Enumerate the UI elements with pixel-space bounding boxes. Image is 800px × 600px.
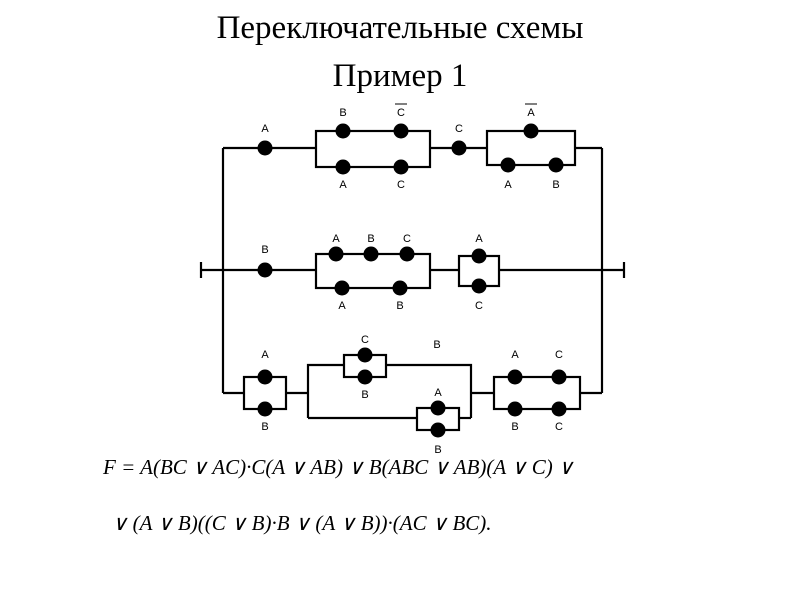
contact-label: C bbox=[555, 421, 563, 433]
contact-label: C bbox=[455, 123, 463, 135]
switch-contact bbox=[430, 422, 446, 438]
formula-line-2: ∨ (A ∨ B)((C ∨ B)·B ∨ (A ∨ B))·(AC ∨ BC)… bbox=[112, 511, 492, 535]
bottom-branch: A B C B B A B A C bbox=[223, 334, 602, 456]
switch-contact bbox=[257, 262, 273, 278]
parallel-block bbox=[492, 375, 582, 411]
contact-label: A bbox=[339, 179, 347, 191]
switch-contact bbox=[430, 400, 446, 416]
switch-contact bbox=[471, 248, 487, 264]
contact-label: B bbox=[261, 244, 268, 256]
switch-contact bbox=[363, 246, 379, 262]
switch-contact bbox=[451, 140, 467, 156]
contact-label: B bbox=[396, 300, 403, 312]
contact-label: C bbox=[397, 107, 405, 119]
formula-line-1: F = A(BC ∨ AC)·C(A ∨ AB) ∨ B(ABC ∨ AB)(A… bbox=[103, 455, 574, 479]
contact-label: A bbox=[511, 349, 519, 361]
contact-label: B bbox=[261, 421, 268, 433]
switch-contact bbox=[257, 401, 273, 417]
contact-label: B bbox=[361, 389, 368, 401]
switch-contact bbox=[357, 347, 373, 363]
middle-branch: B A B C A B A C bbox=[223, 233, 602, 312]
switch-contact bbox=[334, 280, 350, 296]
switch-contact bbox=[393, 159, 409, 175]
contact-label: C bbox=[475, 300, 483, 312]
contact-label: A bbox=[261, 349, 269, 361]
switch-contact bbox=[257, 140, 273, 156]
switch-contact bbox=[335, 123, 351, 139]
contact-label: A bbox=[504, 179, 512, 191]
contact-label: C bbox=[397, 179, 405, 191]
contact-label: A bbox=[338, 300, 346, 312]
slide-subtitle: Пример 1 bbox=[332, 58, 468, 94]
switch-contact bbox=[507, 369, 523, 385]
switch-contact bbox=[335, 159, 351, 175]
switch-contact bbox=[357, 369, 373, 385]
slide-title: Переключательные схемы bbox=[216, 10, 584, 46]
contact-label: C bbox=[361, 334, 369, 346]
contact-label: B bbox=[433, 339, 440, 351]
switch-contact bbox=[551, 369, 567, 385]
contact-label: B bbox=[367, 233, 374, 245]
contact-label: B bbox=[552, 179, 559, 191]
contact-label: A bbox=[475, 233, 483, 245]
contact-label: B bbox=[339, 107, 346, 119]
wire bbox=[306, 363, 344, 418]
switch-contact bbox=[500, 157, 516, 173]
top-branch: A B C A C C A A B bbox=[223, 103, 602, 191]
contact-label: B bbox=[511, 421, 518, 433]
contact-label: A bbox=[527, 107, 535, 119]
switch-contact bbox=[328, 246, 344, 262]
switch-contact bbox=[257, 369, 273, 385]
contact-label: A bbox=[332, 233, 340, 245]
switch-contact bbox=[471, 278, 487, 294]
contact-label: C bbox=[403, 233, 411, 245]
switch-contact bbox=[523, 123, 539, 139]
switch-contact bbox=[399, 246, 415, 262]
wire bbox=[386, 363, 473, 418]
contact-label: A bbox=[434, 387, 442, 399]
contact-label: B bbox=[434, 444, 441, 456]
switch-contact bbox=[392, 280, 408, 296]
switch-contact bbox=[548, 157, 564, 173]
contact-label: A bbox=[261, 123, 269, 135]
switch-contact bbox=[393, 123, 409, 139]
switch-contact bbox=[551, 401, 567, 417]
switch-contact bbox=[507, 401, 523, 417]
contact-label: C bbox=[555, 349, 563, 361]
parallel-block bbox=[314, 129, 432, 169]
